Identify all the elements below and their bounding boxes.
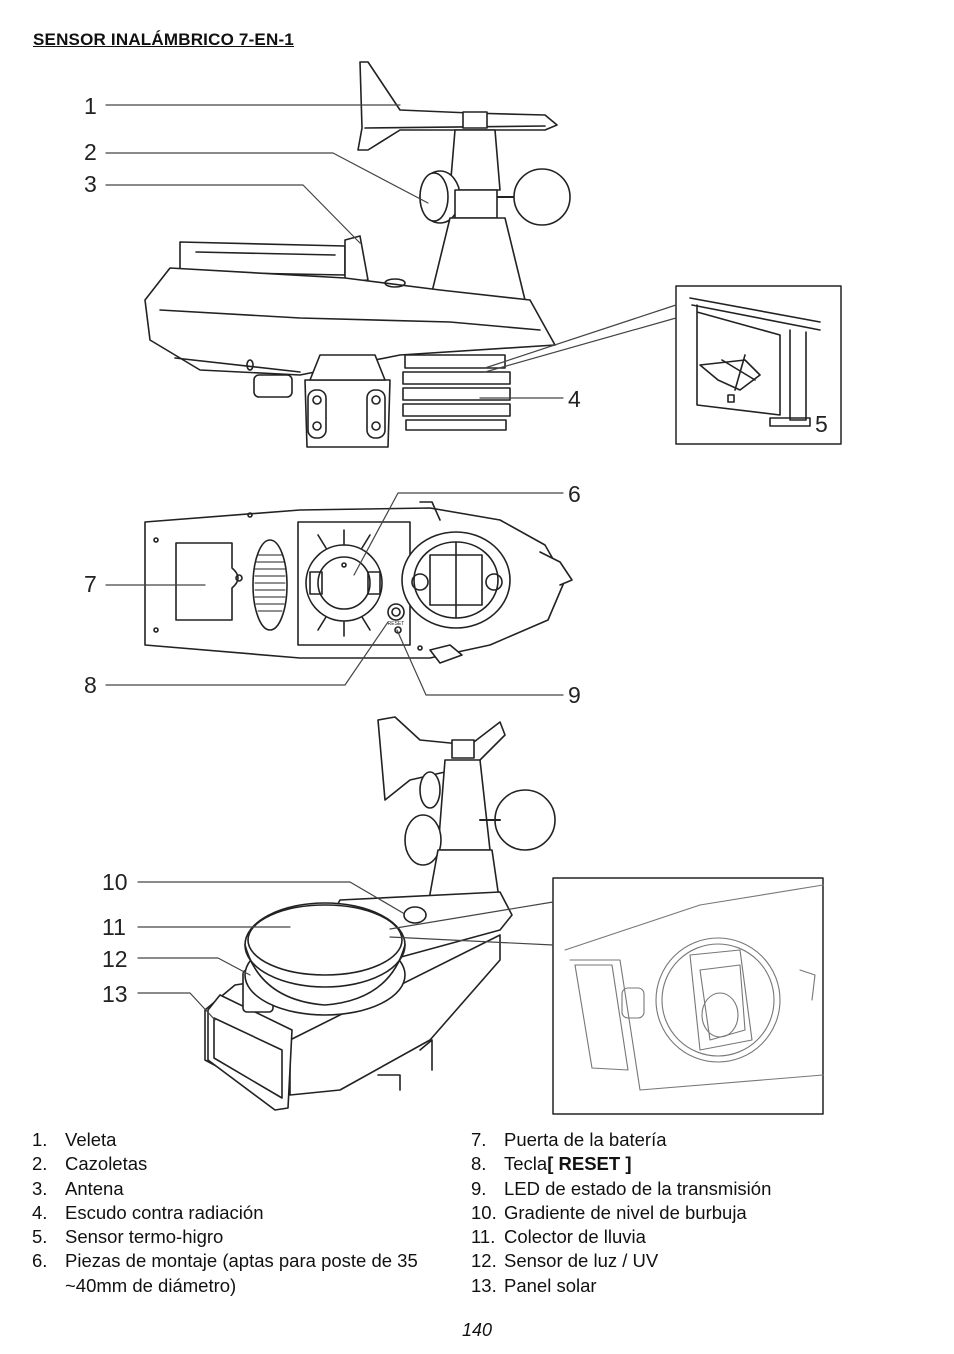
parts-list-left: 1.Veleta 2.Cazoletas 3.Antena 4.Escudo c… bbox=[32, 1128, 462, 1298]
sensor-side-view bbox=[105, 61, 842, 448]
list-item: 3.Antena bbox=[32, 1177, 124, 1199]
sensor-top-view bbox=[137, 716, 824, 1115]
parts-list-right: 7.Puerta de la batería 8.Tecla[ RESET ] … bbox=[471, 1128, 921, 1298]
list-item: 2.Cazoletas bbox=[32, 1153, 148, 1175]
list-item: 9.LED de estado de la transmisión bbox=[471, 1177, 772, 1199]
list-item: 6.Piezas de montaje (aptas para poste de… bbox=[32, 1250, 418, 1272]
section-title: SENSOR INALÁMBRICO 7-EN-1 bbox=[33, 30, 294, 49]
callout-5: 5 bbox=[815, 411, 828, 437]
list-item: 1.Veleta bbox=[32, 1129, 117, 1150]
reset-mark: RESET bbox=[388, 621, 405, 627]
callout-10: 10 bbox=[102, 869, 128, 895]
callout-6: 6 bbox=[568, 481, 581, 507]
callout-2: 2 bbox=[84, 139, 97, 165]
list-item: 12.Sensor de luz / UV bbox=[471, 1250, 659, 1272]
callout-11: 11 bbox=[102, 914, 126, 940]
sensor-bottom-view: RESET bbox=[105, 492, 573, 696]
list-item: 11.Colector de lluvia bbox=[471, 1226, 646, 1248]
callout-8: 8 bbox=[84, 672, 97, 698]
list-item-continuation: ~40mm de diámetro) bbox=[65, 1274, 237, 1296]
callout-13: 13 bbox=[102, 981, 128, 1007]
callout-12: 12 bbox=[102, 946, 128, 972]
callout-3: 3 bbox=[84, 171, 97, 197]
callout-1: 1 bbox=[84, 93, 97, 119]
page-number: 140 bbox=[461, 1320, 493, 1340]
list-item: 13.Panel solar bbox=[471, 1274, 597, 1296]
callout-7: 7 bbox=[84, 571, 97, 597]
list-item: 4.Escudo contra radiación bbox=[32, 1201, 264, 1223]
list-item: 8.Tecla[ RESET ] bbox=[471, 1153, 632, 1175]
callout-9: 9 bbox=[568, 682, 581, 708]
sensor-diagram: RESET bbox=[84, 61, 842, 1115]
list-item: 5.Sensor termo-higro bbox=[32, 1226, 224, 1248]
list-item: 7.Puerta de la batería bbox=[471, 1129, 667, 1150]
reset-key-label: [ RESET ] bbox=[547, 1153, 632, 1175]
callout-4: 4 bbox=[568, 386, 581, 412]
list-item: 10.Gradiente de nivel de burbuja bbox=[471, 1201, 747, 1223]
